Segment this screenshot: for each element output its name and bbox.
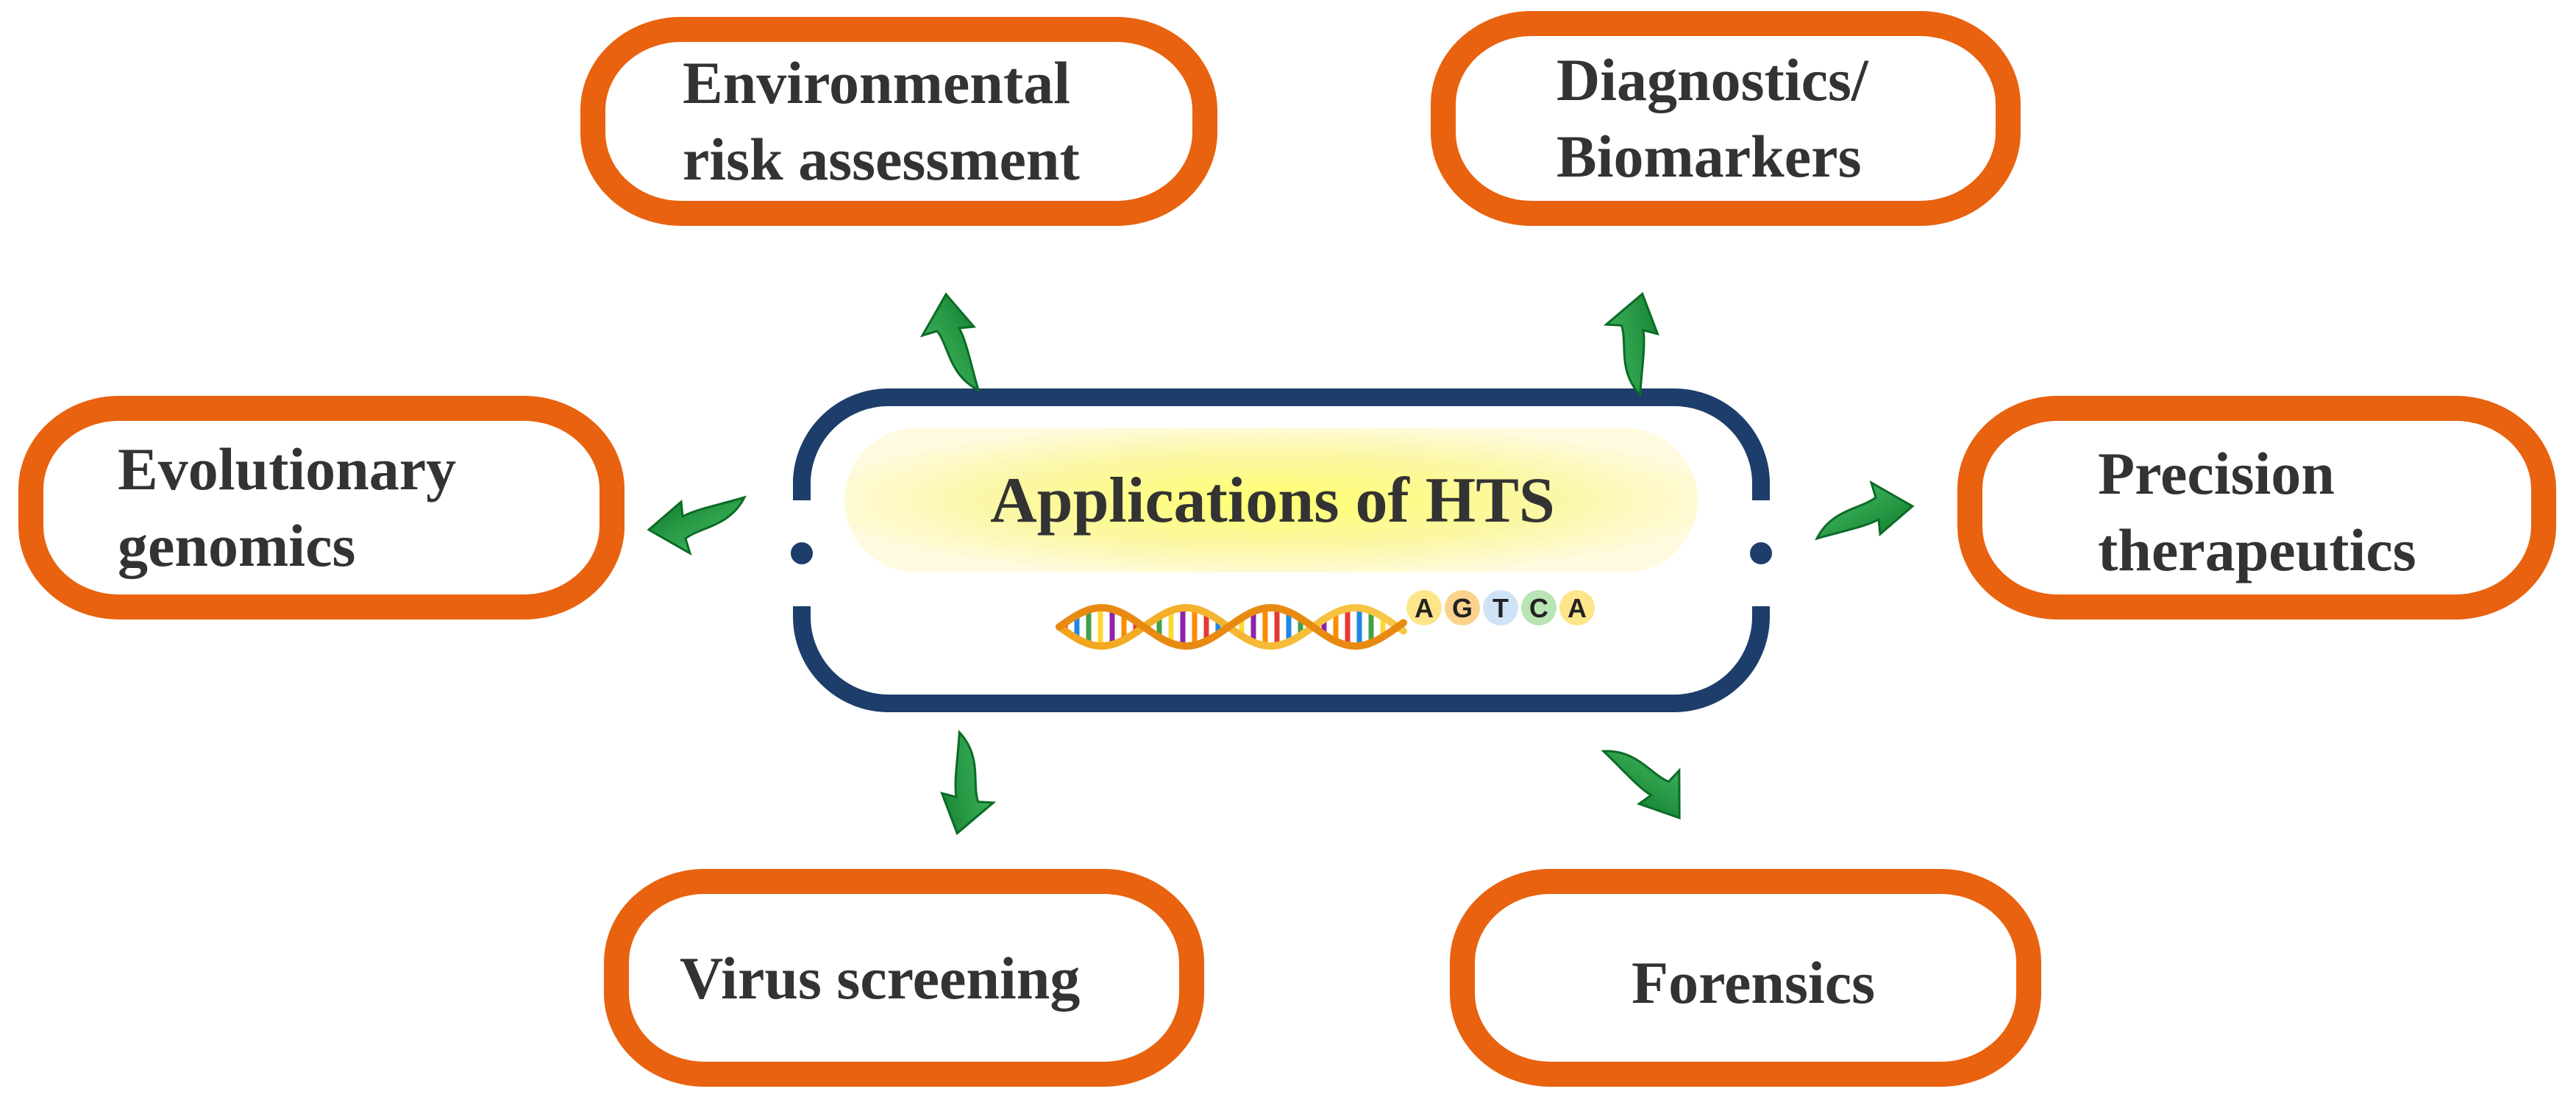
precision-label: Precision therapeutics: [2098, 439, 2416, 586]
title-highlight: [844, 428, 1698, 572]
diagnostics-label-line-2: Biomarkers: [1556, 123, 1862, 190]
base-label: A: [1568, 593, 1587, 623]
environmental-box: [580, 17, 1217, 226]
environmental-label-line-2: risk assessment: [683, 126, 1080, 193]
curved-arrow-icon: [919, 292, 981, 392]
curved-arrow-icon: [647, 495, 747, 556]
curved-arrow-icon: [1603, 291, 1659, 398]
base-circle: [1406, 590, 1442, 625]
precision-label-line-1: Precision: [2098, 440, 2335, 507]
dna-helix-icon: [1056, 603, 1407, 650]
base-label: T: [1492, 593, 1509, 623]
forensics-box: [1450, 869, 2041, 1087]
diagnostics-label: Diagnostics/ Biomarkers: [1556, 46, 1868, 191]
evolutionary-box: [18, 396, 625, 620]
arrows: [647, 291, 1915, 836]
capsule-top-border: [793, 388, 1770, 500]
base-circle: [1559, 590, 1595, 625]
base-circle: [1521, 590, 1556, 625]
forensics-label: Forensics: [1632, 909, 1875, 1057]
environmental-label-line-1: Environmental: [683, 49, 1070, 116]
curved-arrow-icon: [1815, 480, 1915, 541]
capsule-right-dot: [1750, 542, 1772, 564]
precision-box: [1957, 396, 2556, 620]
forensics-label-line-1: Forensics: [1632, 949, 1876, 1016]
precision-label-line-2: therapeutics: [2098, 517, 2416, 583]
diagnostics-label-line-1: Diagnostics/: [1556, 46, 1868, 113]
evolutionary-label: Evolutionary genomics: [118, 434, 456, 581]
capsule-left-dot: [791, 542, 813, 564]
virus-label: Virus screening: [680, 905, 1080, 1052]
base-circle: [1483, 590, 1518, 625]
center-capsule: [791, 388, 1772, 712]
dna-strand: [1056, 603, 1407, 650]
base-circle: [1445, 590, 1480, 625]
curved-arrow-icon: [940, 729, 997, 836]
environmental-label: Environmental risk assessment: [683, 49, 1080, 193]
capsule-bottom-border: [793, 606, 1770, 712]
node-boxes: [18, 11, 2556, 1087]
virus-label-line-1: Virus screening: [680, 945, 1081, 1012]
virus-box: [604, 869, 1204, 1087]
evolutionary-label-line-1: Evolutionary: [118, 436, 457, 503]
base-label: C: [1529, 593, 1548, 623]
base-label: A: [1415, 593, 1434, 623]
diagnostics-box: [1431, 11, 2021, 226]
curved-arrow-icon: [1601, 750, 1681, 820]
evolutionary-label-line-2: genomics: [118, 512, 356, 579]
base-label: G: [1452, 593, 1473, 623]
center-title: Applications of HTS: [990, 464, 1555, 536]
